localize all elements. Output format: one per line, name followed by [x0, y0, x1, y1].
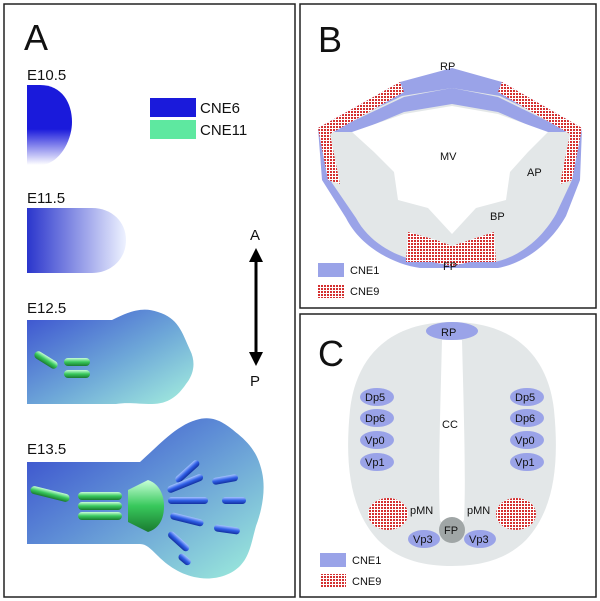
legend-swatch-cne1	[318, 263, 344, 277]
label-vp3-left: Vp3	[413, 534, 433, 546]
legend-swatch-cne6	[150, 98, 196, 117]
domain-right-dp5	[510, 388, 544, 406]
domain-left-dp6	[360, 409, 394, 427]
domain-left-label: Dp5	[365, 392, 385, 404]
domain-left-vp0	[360, 431, 394, 449]
domain-right-label: Dp5	[515, 392, 535, 404]
label-rp: RP	[440, 61, 455, 73]
cne1-roof-region	[330, 88, 570, 132]
legend-swatch-cne9	[318, 284, 344, 298]
panel-b-letter: B	[318, 19, 342, 60]
legend-label-cne11: CNE11	[200, 122, 247, 139]
panel-b: B RP MV AP BP FP CNE1 CNE9	[299, 3, 597, 309]
domain-right-vp3	[464, 530, 496, 548]
roof-plate	[426, 322, 478, 340]
embryo-e12-5	[27, 309, 194, 404]
panel-c-letter: C	[318, 333, 344, 374]
legend-swatch-cne1	[320, 553, 346, 567]
stage-label: E11.5	[27, 190, 65, 207]
label-cc: CC	[442, 419, 458, 431]
legend-label-cne9: CNE9	[352, 576, 381, 588]
legend-label-cne1: CNE1	[352, 555, 381, 567]
domain-right-vp0	[510, 431, 544, 449]
legend-swatch-cne11	[150, 120, 196, 139]
axis-top-label: A	[250, 227, 260, 244]
panel-c: C RP CC Dp5 Dp6 Vp0 Vp1 Dp5 Dp6 Vp0 Vp1 …	[299, 313, 597, 598]
label-pmn-left: pMN	[410, 505, 433, 517]
label-pmn-right: pMN	[467, 505, 490, 517]
ventricle-mv	[352, 106, 548, 234]
legend-swatch-cne9	[320, 574, 346, 588]
cne11-rods-e12-5	[34, 351, 90, 378]
pmn-left-cne9	[368, 498, 408, 530]
domain-left-dp5	[360, 388, 394, 406]
arrow-down-icon	[249, 352, 263, 366]
embryo-e11-5	[27, 208, 126, 273]
stage-label: E10.5	[27, 67, 66, 84]
stage-label: E13.5	[27, 441, 66, 458]
panel-a: A E10.5 CNE6 CNE11 E11.5 A P E12.5 E13.5	[3, 3, 296, 598]
label-mv: MV	[440, 151, 457, 163]
domain-left-label: Vp0	[365, 435, 385, 447]
domain-right-dp6	[510, 409, 544, 427]
label-bp: BP	[490, 211, 505, 223]
label-vp3-right: Vp3	[469, 534, 489, 546]
axis-bottom-label: P	[250, 373, 260, 390]
label-fp: FP	[444, 525, 458, 537]
domain-left-vp3	[408, 530, 440, 548]
arrow-up-icon	[249, 248, 263, 262]
legend-label-cne1: CNE1	[350, 265, 379, 277]
cne9-right-edge	[498, 82, 582, 184]
embryo-e10-5	[27, 85, 72, 165]
stage-label: E12.5	[27, 300, 66, 317]
label-ap: AP	[527, 167, 542, 179]
panel-a-letter: A	[24, 17, 48, 58]
cne6-rods-e13-5	[167, 460, 246, 566]
legend-label-cne6: CNE6	[200, 100, 240, 117]
domain-right-vp1	[510, 453, 544, 471]
cne9-floor-plate	[406, 232, 496, 266]
domain-right-label: Vp1	[515, 457, 535, 469]
domain-left-label: Dp6	[365, 413, 385, 425]
domain-left-vp1	[360, 453, 394, 471]
central-canal	[439, 340, 465, 525]
legend-label-cne9: CNE9	[350, 286, 379, 298]
domain-left-label: Vp1	[365, 457, 385, 469]
cne9-left-edge	[318, 82, 404, 184]
domain-right-label: Dp6	[515, 413, 535, 425]
label-rp: RP	[441, 327, 456, 339]
cne11-rods-e13-5	[30, 480, 164, 532]
label-fp: FP	[443, 261, 457, 273]
domain-right-label: Vp0	[515, 435, 535, 447]
floor-plate	[439, 517, 465, 543]
pmn-right-cne9	[496, 498, 536, 530]
